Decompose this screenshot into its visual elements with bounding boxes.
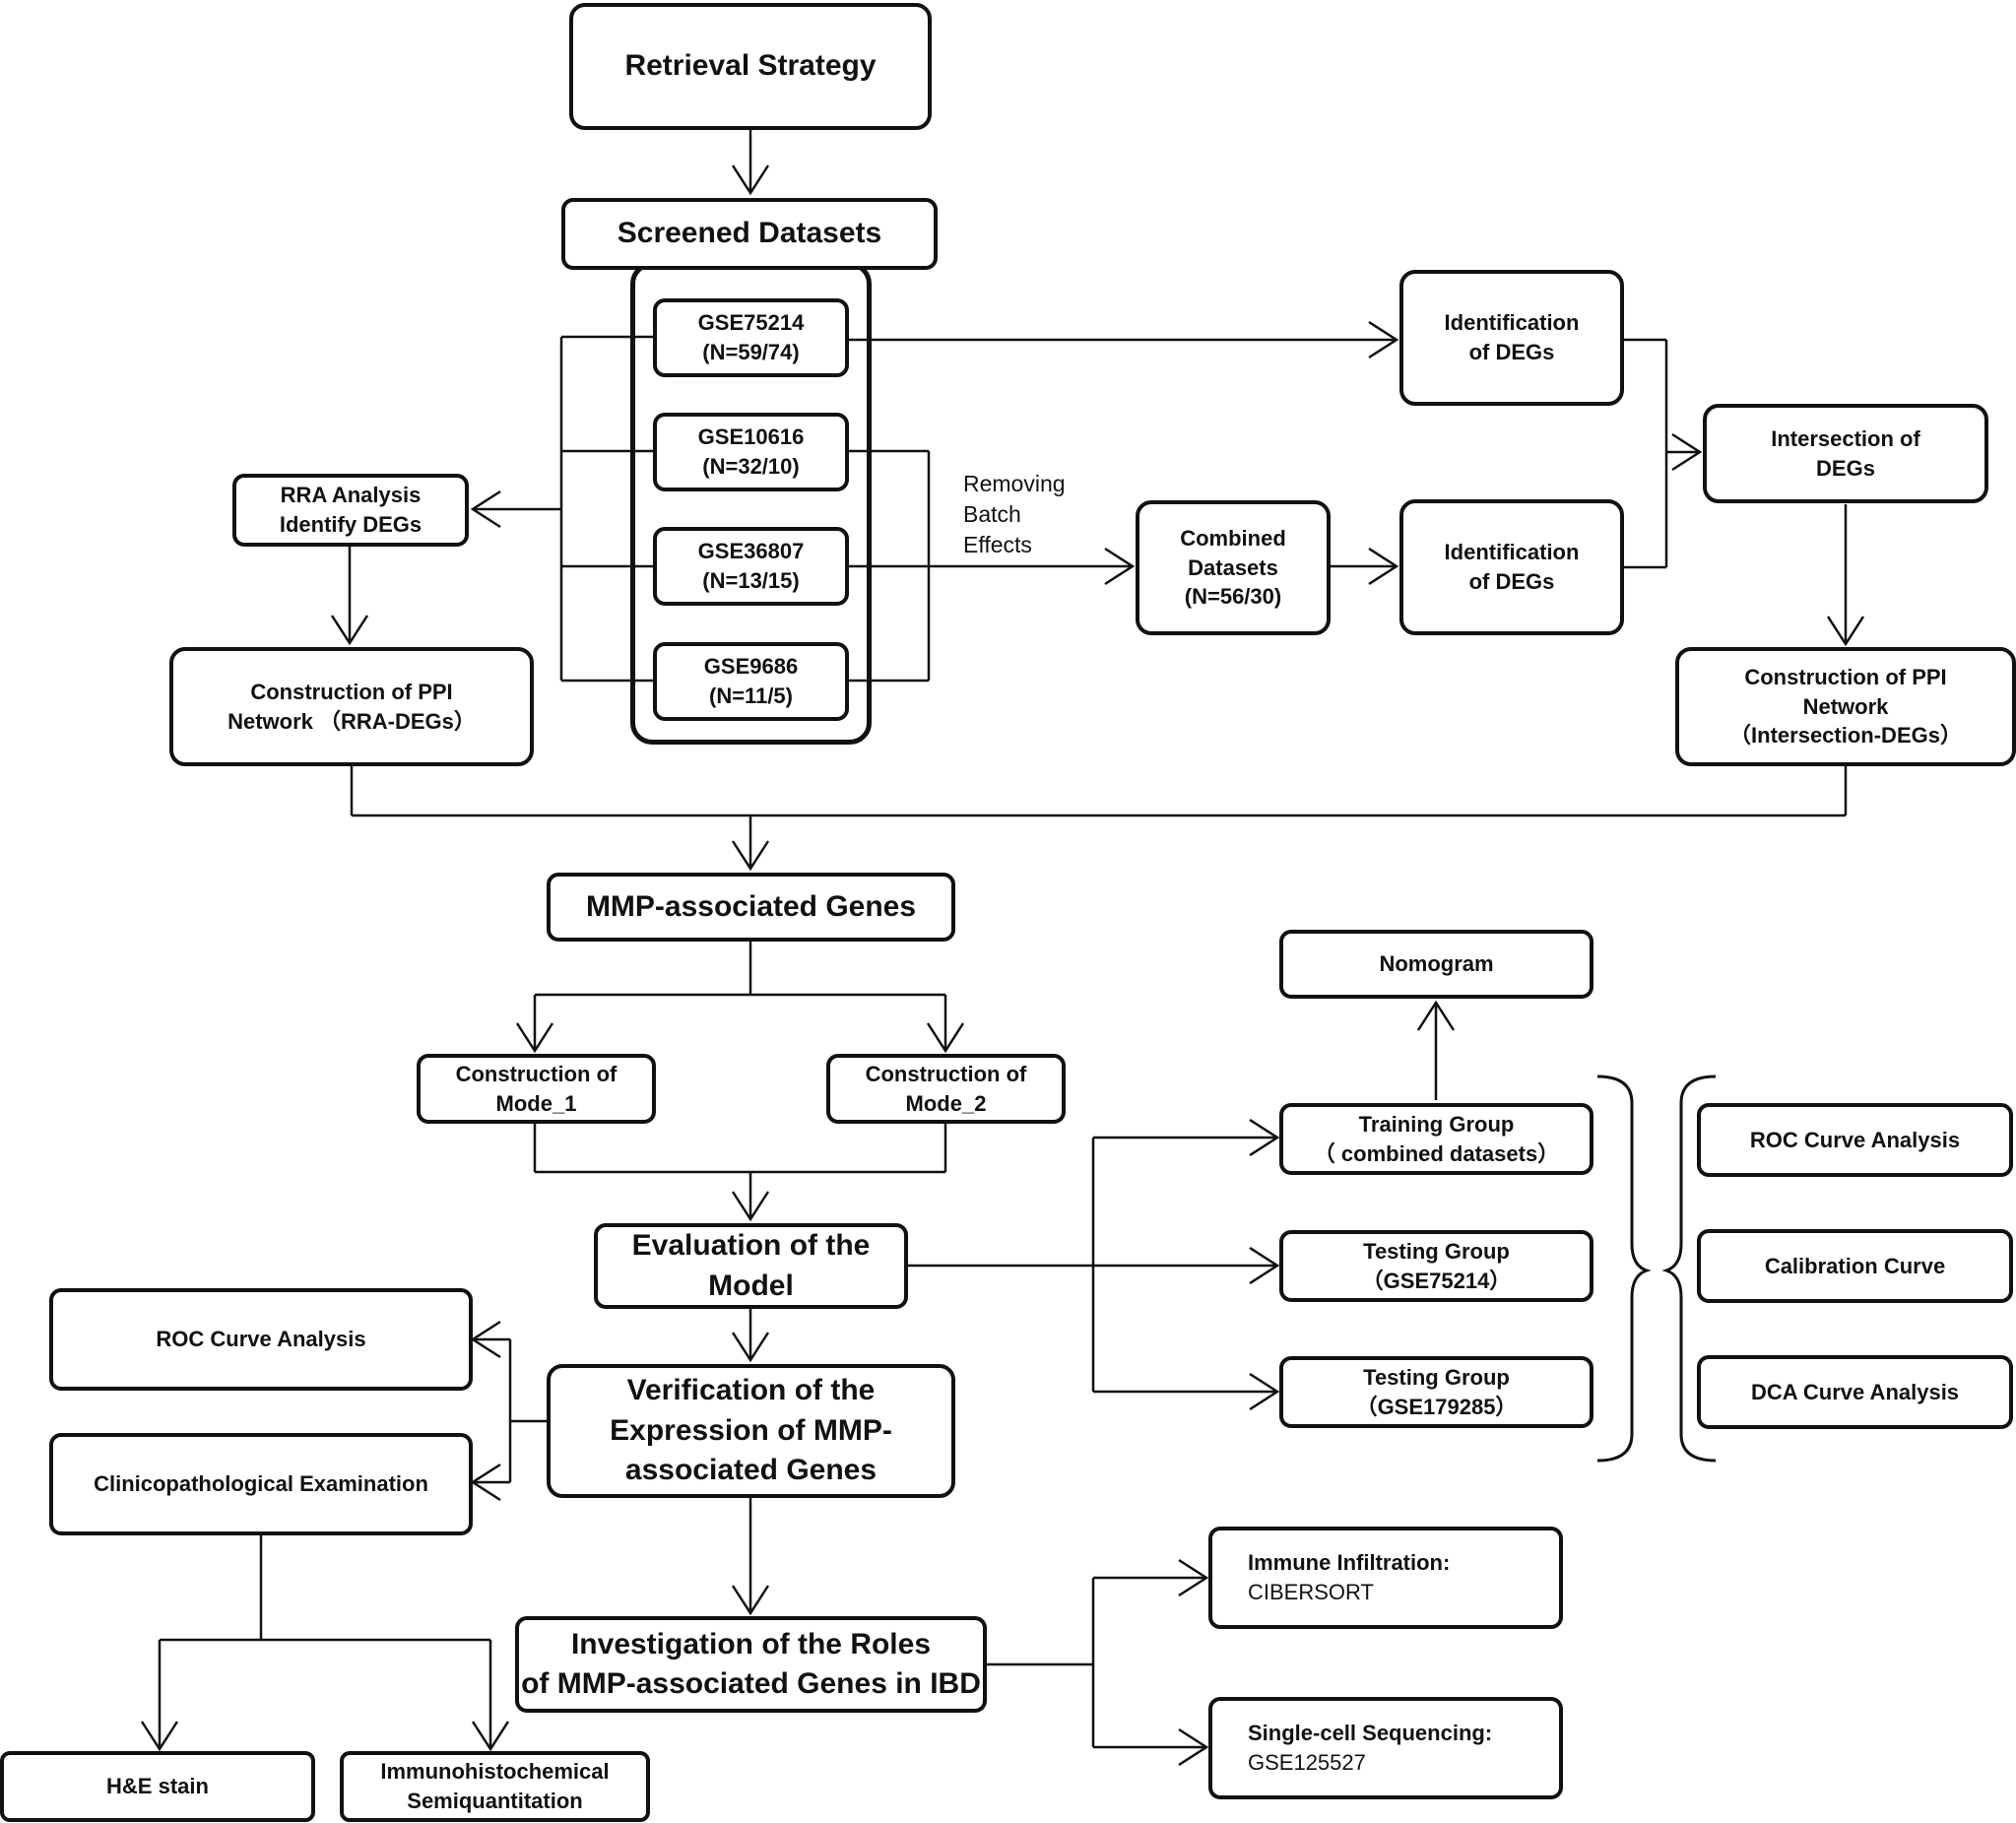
mmp-genes-label: MMP-associated Genes — [585, 889, 917, 923]
verification-line3: associated Genes — [624, 1454, 878, 1487]
mode-2-box: Construction of Mode_2 — [826, 1054, 1066, 1124]
screened-datasets-label: Screened Datasets — [617, 217, 882, 250]
testing-2-line1: Testing Group — [1363, 1364, 1510, 1390]
identification-1-line1: Identification — [1444, 310, 1580, 336]
single-cell-box: Single-cell Sequencing: GSE125527 — [1208, 1697, 1563, 1799]
clinico-label: Clinicopathological Examination — [94, 1471, 428, 1497]
testing-group-1-box: Testing Group （GSE75214） — [1279, 1230, 1593, 1302]
dca-curve-box: DCA Curve Analysis — [1697, 1355, 2013, 1429]
immune-line1: Immune Infiltration: — [1248, 1550, 1451, 1576]
testing-1-line2: （GSE75214） — [1361, 1268, 1512, 1293]
retrieval-strategy-label: Retrieval Strategy — [624, 49, 877, 83]
mode-2-line1: Construction of — [865, 1061, 1027, 1086]
ppi-rra-line1: Construction of PPI — [250, 679, 453, 704]
dataset-gse9686-box: GSE9686 (N=11/5) — [653, 642, 849, 721]
dca-label: DCA Curve Analysis — [1750, 1379, 1960, 1404]
screened-datasets-box: Screened Datasets — [561, 198, 938, 270]
identification-degs-1-box: Identification of DEGs — [1399, 270, 1624, 406]
roc-left-label: ROC Curve Analysis — [156, 1327, 366, 1352]
rra-analysis-box: RRA Analysis Identify DEGs — [232, 474, 469, 547]
verification-line1: Verification of the — [626, 1374, 876, 1407]
ihc-box: Immunohistochemical Semiquantitation — [340, 1751, 650, 1822]
training-group-box: Training Group （ combined datasets） — [1279, 1103, 1593, 1175]
combined-line1: Combined — [1180, 525, 1286, 551]
batch-effects-line2: Batch — [963, 501, 1021, 528]
investigation-box: Investigation of the Roles of MMP-associ… — [515, 1616, 987, 1713]
intersection-degs-box: Intersection of DEGs — [1703, 404, 1988, 503]
verification-line2: Expression of MMP- — [610, 1413, 892, 1447]
immune-line2: CIBERSORT — [1248, 1580, 1374, 1604]
roc-curve-right-box: ROC Curve Analysis — [1697, 1103, 2013, 1177]
calibration-curve-box: Calibration Curve — [1697, 1229, 2013, 1303]
ihc-line2: Semiquantitation — [407, 1789, 583, 1813]
he-stain-label: H&E stain — [106, 1774, 209, 1799]
evaluation-line2: Model — [708, 1269, 794, 1302]
ppi-rra-box: Construction of PPI Network （RRA-DEGs） — [169, 647, 534, 766]
ppi-int-line2: Network — [1802, 693, 1889, 719]
evaluation-line1: Evaluation of the — [631, 1229, 871, 1262]
immune-infiltration-box: Immune Infiltration: CIBERSORT — [1208, 1527, 1563, 1629]
combined-line3: (N=56/30) — [1184, 584, 1282, 610]
investigation-line2: of MMP-associated Genes in IBD — [521, 1667, 981, 1700]
dataset-gse36807-box: GSE36807 (N=13/15) — [653, 527, 849, 606]
roc-curve-left-box: ROC Curve Analysis — [49, 1288, 473, 1391]
singlecell-line2: GSE125527 — [1248, 1750, 1366, 1775]
mode-1-line2: Mode_1 — [495, 1090, 577, 1116]
retrieval-strategy-box: Retrieval Strategy — [569, 3, 932, 130]
batch-effects-line3: Effects — [963, 532, 1032, 558]
calibration-label: Calibration Curve — [1764, 1253, 1946, 1278]
ihc-line1: Immunohistochemical — [380, 1759, 610, 1785]
dataset-gse36807-id: GSE36807 — [697, 539, 805, 564]
dataset-gse10616-box: GSE10616 (N=32/10) — [653, 413, 849, 491]
dataset-gse9686-n: (N=11/5) — [709, 684, 793, 708]
combined-datasets-box: Combined Datasets (N=56/30) — [1136, 500, 1331, 635]
dataset-gse10616-id: GSE10616 — [697, 424, 805, 450]
rra-analysis-line1: RRA Analysis — [280, 483, 422, 508]
intersection-line1: Intersection of — [1771, 425, 1920, 451]
clinicopathological-box: Clinicopathological Examination — [49, 1433, 473, 1535]
nomogram-label: Nomogram — [1379, 951, 1494, 977]
nomogram-box: Nomogram — [1279, 930, 1593, 999]
testing-2-line2: （GSE179285） — [1355, 1394, 1518, 1419]
roc-right-label: ROC Curve Analysis — [1749, 1127, 1961, 1152]
batch-effects-label: Removing Batch Effects — [963, 469, 1066, 560]
ppi-intersection-box: Construction of PPI Network （Intersectio… — [1675, 647, 2016, 766]
dataset-gse36807-n: (N=13/15) — [702, 568, 800, 593]
dataset-gse75214-id: GSE75214 — [697, 310, 805, 336]
mode-2-line2: Mode_2 — [905, 1090, 987, 1116]
identification-1-line2: of DEGs — [1468, 340, 1555, 364]
verification-box: Verification of the Expression of MMP- a… — [547, 1364, 955, 1498]
he-stain-box: H&E stain — [0, 1751, 315, 1822]
identification-2-line1: Identification — [1444, 540, 1580, 565]
training-line2: （ combined datasets） — [1313, 1140, 1560, 1166]
dataset-gse75214-n: (N=59/74) — [702, 340, 800, 364]
mmp-genes-box: MMP-associated Genes — [547, 873, 955, 942]
dataset-gse75214-box: GSE75214 (N=59/74) — [653, 298, 849, 377]
training-line1: Training Group — [1358, 1111, 1515, 1137]
ppi-int-line3: （Intersection-DEGs） — [1729, 723, 1962, 749]
identification-2-line2: of DEGs — [1468, 569, 1555, 594]
evaluation-box: Evaluation of the Model — [594, 1223, 908, 1309]
investigation-line1: Investigation of the Roles — [570, 1627, 932, 1660]
combined-line2: Datasets — [1188, 554, 1278, 580]
testing-1-line1: Testing Group — [1363, 1238, 1510, 1264]
testing-group-2-box: Testing Group （GSE179285） — [1279, 1356, 1593, 1428]
intersection-line2: DEGs — [1816, 455, 1875, 481]
mode-1-box: Construction of Mode_1 — [417, 1054, 656, 1124]
ppi-rra-line2: Network （RRA-DEGs） — [228, 708, 476, 734]
batch-effects-line1: Removing — [963, 471, 1066, 496]
identification-degs-2-box: Identification of DEGs — [1399, 499, 1624, 635]
dataset-gse9686-id: GSE9686 — [703, 654, 799, 680]
dataset-gse10616-n: (N=32/10) — [702, 454, 800, 479]
mode-1-line1: Construction of — [455, 1061, 618, 1086]
singlecell-line1: Single-cell Sequencing: — [1248, 1721, 1493, 1746]
rra-analysis-line2: Identify DEGs — [279, 512, 423, 537]
ppi-int-line1: Construction of PPI — [1744, 664, 1947, 689]
